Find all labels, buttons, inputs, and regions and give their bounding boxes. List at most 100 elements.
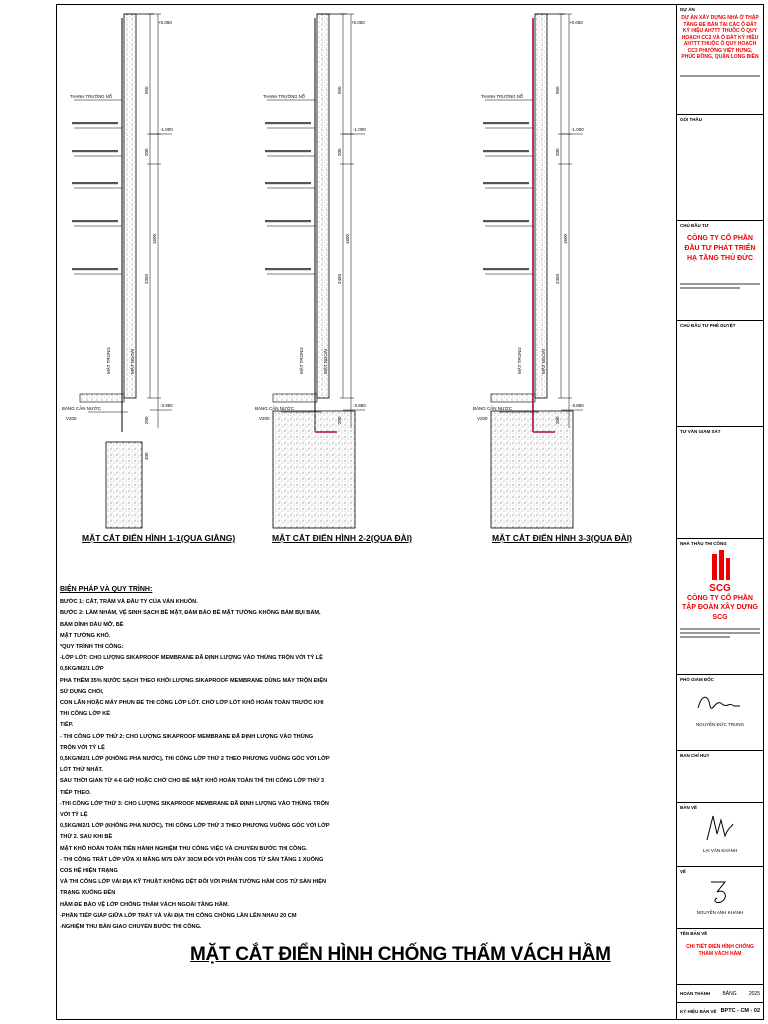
tb-sheet-value: 2025 (748, 990, 760, 997)
sec1-leader-label-placeholder (72, 122, 118, 125)
notes-line: TIẾP. (60, 722, 74, 729)
sec3-mat-trong: MẶT TRONG (516, 347, 522, 374)
notes-line: CON LĂN HOẶC MÁY PHUN ĐỂ THI CÔNG LỚP LÓ… (60, 700, 324, 718)
notes-line: -PHẦN TIẾP GIÁP GIỮA LỚP TRÁT VÀ VẢI ĐỊA… (60, 912, 297, 919)
sec1-floor-slab (79, 393, 125, 403)
tb-drafter-label: BẢN VẼ (680, 805, 698, 810)
sec3-floor-slab (490, 393, 536, 403)
sec2-waterstop: BĂNG CẢN NƯỚC (255, 405, 295, 411)
sec2-level-mid: -1.000 (353, 127, 366, 132)
tb-sheet-label: BẢNG (722, 990, 737, 997)
drawn-name: NGUYỄN ANH KHÁNH (696, 910, 744, 915)
sec3-leader-label-placeholder (483, 220, 529, 223)
sec1-wall (123, 13, 137, 399)
sec1-dim-1600: 1600 (152, 233, 157, 244)
sec2-dim-200: 200 (337, 148, 342, 156)
sec2-v200: V200 (259, 416, 270, 421)
sec1-leader-label: THANH TRƯỜNG NỔ (70, 94, 113, 99)
notes-line: - THI CÔNG LỚP THỨ 2: CHO LƯỢNG SIKAPROO… (60, 733, 314, 751)
notes-line: BƯỚC 2: LÀM NHÁM, VỆ SINH SẠCH BỀ MẶT, Đ… (60, 610, 321, 628)
sec3-dim-200: 200 (555, 148, 560, 156)
title-block: DỰ ÁN DỰ ÁN XÂY DỰNG NHÀ Ở THẤP TẦNG ĐỂ … (676, 4, 764, 1020)
tb-code-value: BPTC - CM - 02 (720, 1008, 760, 1014)
section-3-title: MẶT CẮT ĐIỂN HÌNH 3-3(QUA ĐÀI) (492, 533, 632, 543)
sec2-leader-label-placeholder (265, 122, 311, 125)
frame-top-border (56, 4, 676, 5)
tb-contractor-name: CÔNG TY CỔ PHẦN TẬP ĐOÀN XÂY DỰNG SCG (682, 595, 758, 621)
sec2-level-bot: -3.850 (353, 403, 366, 408)
sec1-leader-label-placeholder (72, 182, 118, 185)
sec2-leader-label-placeholder (265, 268, 311, 271)
sec1-footing (105, 441, 143, 529)
notes-line: - THI CÔNG TRÁT LỚP VỮA XI MĂNG M75 DÀY … (60, 856, 324, 875)
tb-drawn-cell: VẼ NGUYỄN ANH KHÁNH (677, 867, 763, 929)
sec3-v200: V200 (477, 416, 488, 421)
sec3-leader-label-placeholder (483, 182, 529, 185)
sec2-wall (316, 13, 330, 399)
sec1-waterstop: BĂNG CẢN NƯỚC (62, 405, 102, 411)
drafter-name: LẠI VĂN KHÁNH (702, 848, 738, 853)
scg-logo-text: SCG (709, 583, 731, 594)
tb-supervision-label: TƯ VẤN GIÁM SÁT (680, 429, 721, 434)
sec3-dim-1600: 1600 (563, 233, 568, 244)
sec2-footing (272, 410, 356, 529)
tb-code-label: KÝ HIỆU BẢN VẼ (680, 1008, 717, 1014)
frame-bottom-border (56, 1019, 676, 1020)
notes-line: 0,5KG/M2/1 LỚP (KHÔNG PHA NƯỚC), THI CÔN… (60, 756, 330, 774)
sec1-mat-trong: MẶT TRONG (105, 347, 111, 374)
tb-project-text: DỰ ÁN XÂY DỰNG NHÀ Ở THẤP TẦNG ĐỂ BÁN TẠ… (681, 15, 759, 60)
tb-supervision-cell: TƯ VẤN GIÁM SÁT (677, 427, 763, 539)
frame-left-border (56, 4, 57, 1020)
notes-line: MẶT TƯỜNG KHÔ. (60, 632, 111, 639)
sec3-leader-label-placeholder (483, 150, 529, 153)
sec3-dim-950: 950 (555, 86, 560, 94)
sec1-v200: V200 (66, 416, 77, 421)
tb-drawn-label: VẼ (680, 869, 687, 874)
deputy-signature (697, 696, 740, 709)
tb-approval-cell: CHỦ ĐẦU TƯ PHÊ DUYỆT (677, 321, 763, 427)
tb-command-cell: BAN CHỈ HUY (677, 751, 763, 803)
tb-package-label: GÓI THẦU (680, 117, 702, 122)
sec1-dim-950: 950 (144, 86, 149, 94)
sec2-mat-ngoai: MẶT NGOÀI (322, 349, 328, 374)
tb-contractor-cell: NHÀ THẦU THI CÔNG SCG CÔNG TY CỔ PHẦN TẬ… (677, 539, 763, 675)
sec3-footing (490, 410, 574, 529)
sec2-dim-bottom: 2450 (337, 273, 342, 284)
sec3-leader-label-placeholder (483, 122, 529, 125)
sec1-dim-200: 200 (144, 148, 149, 156)
tb-drawing-name-label: TÊN BẢN VẼ (680, 931, 708, 936)
sec3-mat-ngoai: MẶT NGOÀI (540, 349, 546, 374)
tb-command-label: BAN CHỈ HUY (680, 753, 710, 758)
sec1-level-mid: -1.000 (160, 127, 173, 132)
sec3-leader-label: THANH TRƯỜNG NỔ (481, 94, 524, 99)
tb-deputy-cell: PHÓ GIÁM ĐỐC NGUYỄN ĐỨC TRUNG (677, 675, 763, 751)
tb-package-cell: GÓI THẦU (677, 115, 763, 221)
sec1-dim-400: 400 (144, 452, 149, 460)
tb-drawing-name-cell: TÊN BẢN VẼ CHI TIẾT ĐIỂN HÌNH CHỐNG THẤM… (677, 929, 763, 985)
sec3-dim-200b: 200 (555, 416, 560, 424)
sec3-dim-bottom: 2450 (555, 273, 560, 284)
section-1-title: MẶT CẮT ĐIỂN HÌNH 1-1(QUA GIẰNG) (82, 533, 236, 543)
tb-complete-cell: HOÀN THÀNH BẢNG 2025 (677, 985, 763, 1003)
sec2-leader-label-placeholder (265, 150, 311, 153)
tb-deputy-label: PHÓ GIÁM ĐỐC (680, 677, 715, 682)
deputy-name: NGUYỄN ĐỨC TRUNG (695, 722, 744, 727)
sec1-leader-label-placeholder (72, 268, 118, 271)
sec2-dim-1600: 1600 (345, 233, 350, 244)
notes-line: MẶT KHÔ HOÀN TOÀN TIẾN HÀNH NGHIỆM THU C… (60, 845, 308, 852)
scg-logo: SCG (709, 550, 731, 594)
tb-complete-label: HOÀN THÀNH (680, 991, 711, 996)
sec2-mat-trong: MẶT TRONG (298, 347, 304, 374)
drawn-signature (711, 881, 727, 903)
sec3-level-bot: -3.850 (571, 403, 584, 408)
sec1-dim-bottom: 2350 (144, 273, 149, 284)
tb-code-cell: KÝ HIỆU BẢN VẼ BPTC - CM - 02 (677, 1003, 763, 1019)
main-drawing-title: MẶT CẮT ĐIỂN HÌNH CHỐNG THẤM VÁCH HẦM (190, 944, 611, 965)
tb-investor-cell: CHỦ ĐẦU TƯ CÔNG TY CỔ PHẦN ĐẦU TƯ PHÁT T… (677, 221, 763, 321)
notes-line: -LỚP LÓT: CHO LƯỢNG SIKAPROOF MEMBRANE Đ… (60, 655, 323, 673)
notes-line: -NGHIỆM THU BÀN GIAO CHUYỂN BƯỚC THI CÔN… (60, 924, 202, 931)
notes-line: PHA THÊM 35% NƯỚC SẠCH THEO KHỐI LƯỢNG S… (60, 677, 328, 695)
notes-line: SAU THỜI GIAN TỪ 4-6 GIỜ HOẶC CHỜ CHO BỀ… (60, 778, 325, 796)
tb-investor-name: CÔNG TY CỔ PHẦN ĐẦU TƯ PHÁT TRIỂN HẠ TẦN… (684, 235, 756, 262)
